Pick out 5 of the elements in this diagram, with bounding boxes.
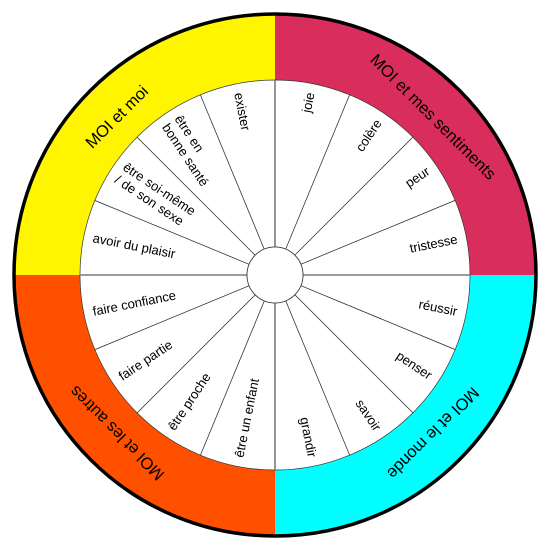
wheel-sector: réussir — [300, 274, 470, 350]
wheel-sector: joie — [274, 80, 350, 250]
wheel-sector: tristesse — [300, 200, 470, 276]
hub-circle — [246, 246, 304, 304]
wheel-sector: grandir — [274, 300, 350, 470]
